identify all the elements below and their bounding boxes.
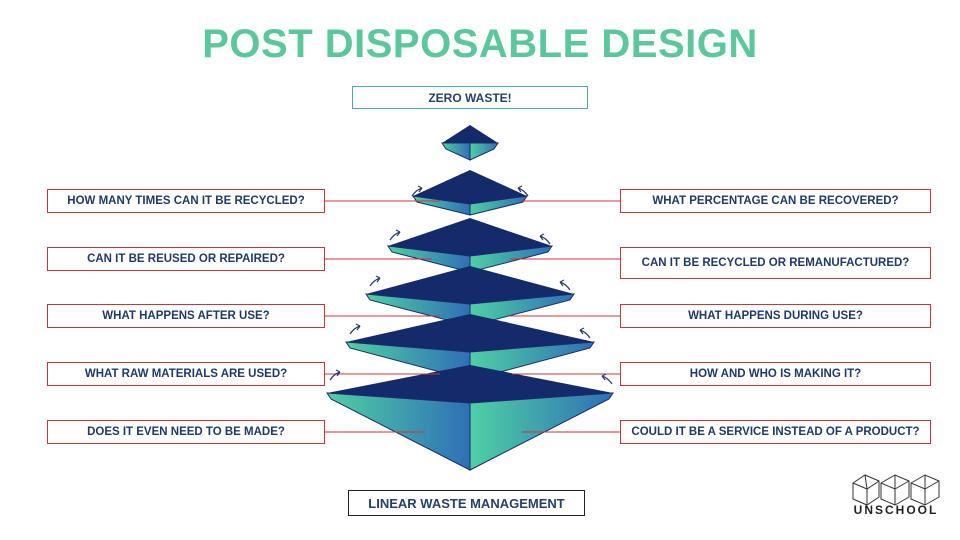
unschool-logo-text: UNSCHOOL bbox=[853, 503, 939, 517]
question-recycled-times: HOW MANY TIMES CAN IT BE RECYCLED? bbox=[47, 189, 325, 213]
curved-arrow-icon bbox=[349, 323, 361, 335]
zero-waste-label: ZERO WASTE! bbox=[352, 86, 588, 109]
page-title: POST DISPOSABLE DESIGN bbox=[202, 22, 758, 66]
question-service-instead: COULD IT BE A SERVICE INSTEAD OF A PRODU… bbox=[620, 420, 931, 444]
curved-arrow-icon bbox=[411, 185, 423, 197]
geodesic-hexagon-logo-icon bbox=[852, 474, 940, 506]
question-who-is-making: HOW AND WHO IS MAKING IT? bbox=[620, 362, 931, 386]
pyramid-tier-5-top bbox=[346, 314, 594, 352]
question-percentage-recovered: WHAT PERCENTAGE CAN BE RECOVERED? bbox=[620, 189, 931, 213]
curved-arrow-icon bbox=[601, 373, 613, 385]
question-recycled-remanufactured: CAN IT BE RECYCLED OR REMANUFACTURED? bbox=[620, 247, 931, 279]
curved-arrow-icon bbox=[389, 229, 401, 241]
pyramid-tier-1-top bbox=[442, 125, 498, 143]
question-need-to-be-made: DOES IT EVEN NEED TO BE MADE? bbox=[47, 420, 325, 444]
question-reused-repaired: CAN IT BE REUSED OR REPAIRED? bbox=[47, 247, 325, 271]
question-after-use: WHAT HAPPENS AFTER USE? bbox=[47, 304, 325, 328]
curved-arrow-icon bbox=[579, 327, 591, 339]
question-raw-materials: WHAT RAW MATERIALS ARE USED? bbox=[47, 362, 325, 386]
question-during-use: WHAT HAPPENS DURING USE? bbox=[620, 304, 931, 328]
curved-arrow-icon bbox=[559, 279, 571, 291]
pyramid-tier-2-top bbox=[413, 170, 527, 204]
pyramid-tier-6-top bbox=[327, 365, 613, 403]
curved-arrow-icon bbox=[517, 185, 529, 197]
pyramid-tier-1-left-face bbox=[441, 142, 471, 161]
pyramid-tier-1-right-face bbox=[469, 142, 499, 161]
linear-waste-label: LINEAR WASTE MANAGEMENT bbox=[348, 490, 585, 516]
curved-arrow-icon bbox=[329, 369, 341, 381]
pyramid-tier-2-right-face bbox=[469, 195, 529, 216]
pyramid-tier-4-top bbox=[366, 266, 574, 304]
curved-arrow-icon bbox=[369, 275, 381, 287]
curved-arrow-icon bbox=[539, 233, 551, 245]
pyramid-tier-3-top bbox=[388, 218, 552, 256]
